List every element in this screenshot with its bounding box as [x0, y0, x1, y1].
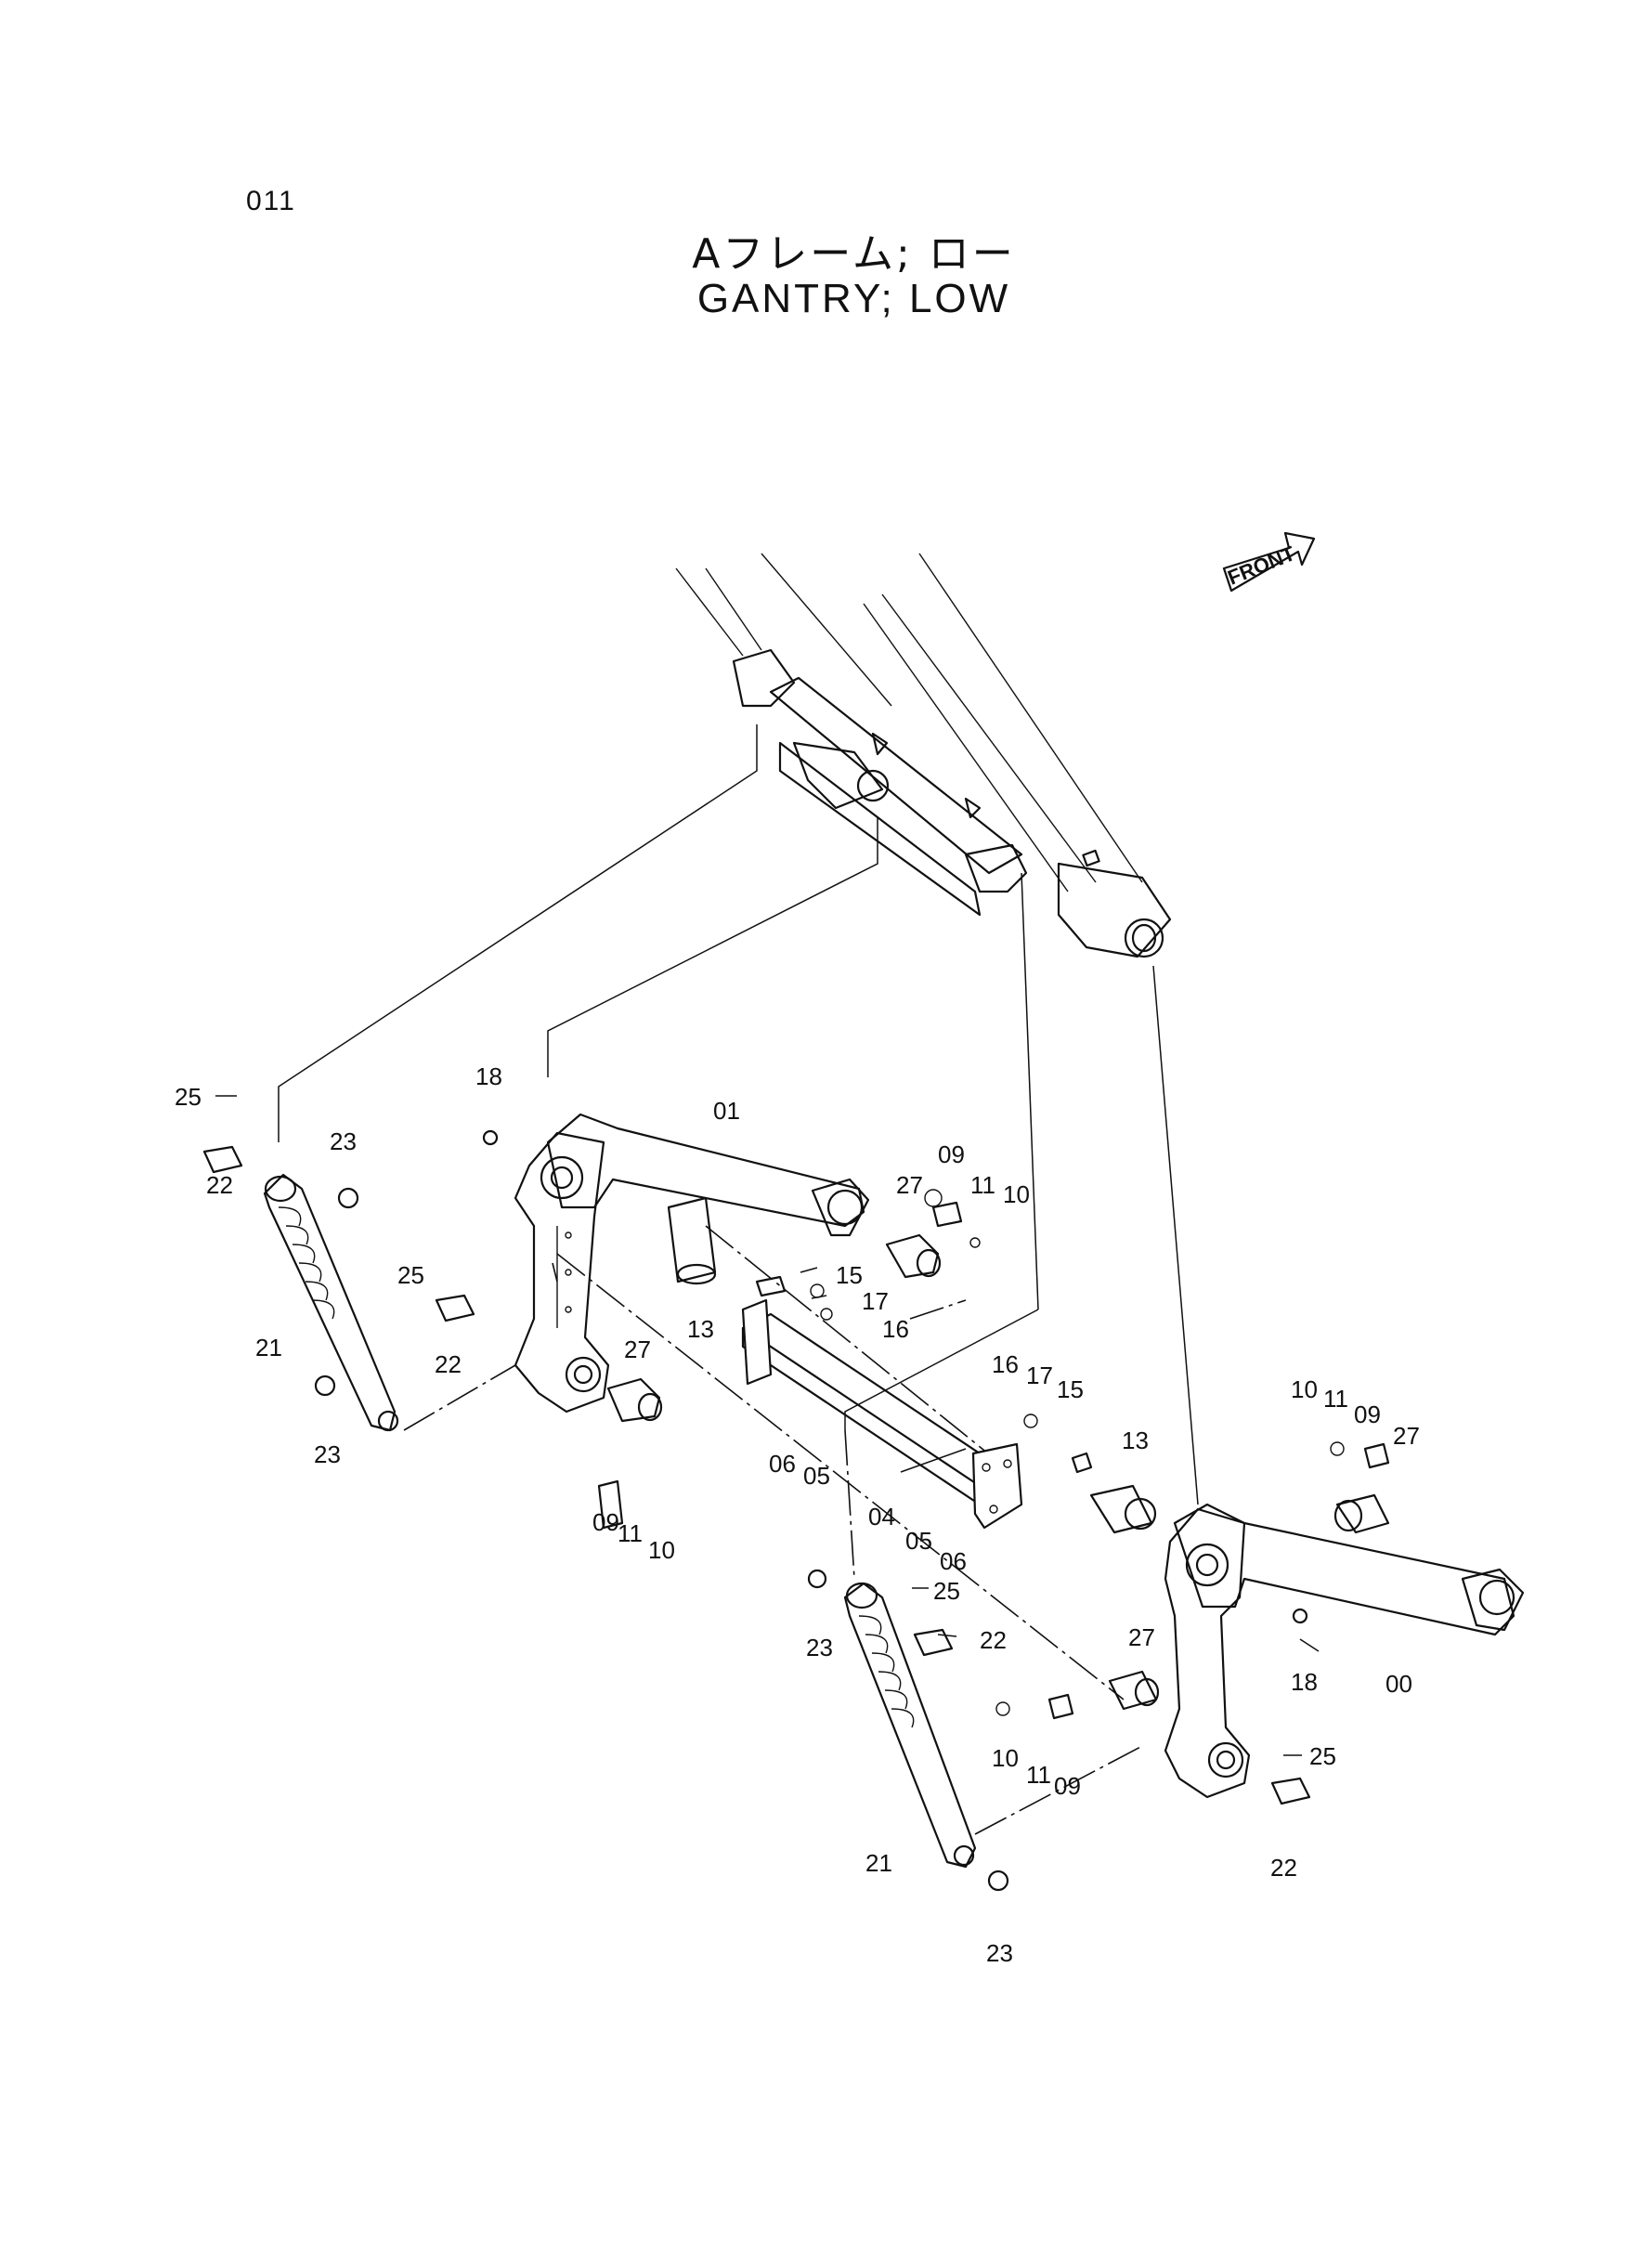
front-direction-arrow: FRONT — [1222, 531, 1316, 593]
callout-label: 23 — [314, 1440, 341, 1468]
callout-label: 13 — [1122, 1427, 1149, 1454]
leader-lines — [215, 1095, 1320, 1756]
callout-label: 16 — [992, 1350, 1019, 1378]
callout-label: 11 — [1323, 1385, 1348, 1413]
callout-label: 10 — [992, 1744, 1019, 1772]
callout-label: 18 — [1291, 1668, 1318, 1696]
callout-label: 22 — [435, 1350, 462, 1378]
callout-label: 13 — [687, 1315, 714, 1343]
callout-label: 25 — [1309, 1742, 1336, 1770]
callout-label: 10 — [1003, 1180, 1030, 1208]
callout-label: 25 — [933, 1577, 960, 1605]
callout-label: 15 — [836, 1261, 863, 1289]
callout-label: 25 — [175, 1083, 202, 1111]
callout-label: 06 — [940, 1547, 967, 1575]
title-japanese: Aフレーム; ロー — [692, 230, 1016, 278]
callout-label: 04 — [868, 1503, 895, 1531]
callout-label: 15 — [1057, 1375, 1084, 1403]
callout-label: 27 — [1393, 1422, 1420, 1450]
callout-label: 21 — [865, 1849, 892, 1877]
callout-label: 11 — [618, 1519, 643, 1547]
callout-label: 11 — [970, 1171, 995, 1199]
callout-label: 10 — [648, 1536, 675, 1564]
pins-and-small-parts — [202, 1129, 1390, 1892]
callout-label: 09 — [1354, 1401, 1381, 1428]
assembly-lines — [278, 724, 1199, 1835]
callout-label: 23 — [806, 1634, 833, 1661]
callout-label: 06 — [769, 1450, 796, 1478]
callout-label: 17 — [1026, 1362, 1053, 1389]
title-english: GANTRY; LOW — [696, 276, 1011, 321]
callouts: 25 22 23 21 23 18 01 27 09 11 10 25 22 1… — [175, 1062, 1420, 1967]
callout-label: 27 — [896, 1171, 923, 1199]
callout-label: 05 — [803, 1462, 830, 1490]
callout-label: 22 — [980, 1626, 1007, 1654]
left-cylinder — [263, 1173, 399, 1432]
callout-label: 21 — [255, 1334, 282, 1362]
callout-label: 22 — [1270, 1854, 1297, 1882]
callout-label: 16 — [882, 1315, 909, 1343]
callout-label: 23 — [986, 1939, 1013, 1967]
callout-label: 17 — [862, 1287, 889, 1315]
cross-member — [741, 1298, 1023, 1530]
right-cylinder — [843, 1582, 977, 1869]
callout-label: 05 — [905, 1527, 932, 1555]
page-number: 011 — [246, 186, 296, 216]
left-gantry-frame — [514, 1113, 870, 1414]
callout-label: 11 — [1026, 1761, 1051, 1789]
callout-label: 09 — [938, 1140, 965, 1168]
callout-label: 09 — [592, 1508, 619, 1536]
right-gantry-frame — [1164, 1503, 1525, 1799]
callout-label: 01 — [713, 1097, 740, 1125]
callout-label: 09 — [1054, 1772, 1081, 1800]
callout-label: 00 — [1385, 1670, 1412, 1698]
front-label: FRONT — [1225, 541, 1299, 590]
callout-label: 18 — [475, 1062, 502, 1090]
callout-label: 22 — [206, 1171, 233, 1199]
callout-label: 27 — [624, 1335, 651, 1363]
callout-label: 25 — [397, 1261, 424, 1289]
callout-label: 23 — [330, 1127, 357, 1155]
callout-label: 27 — [1128, 1623, 1155, 1651]
boom-structure — [675, 553, 1172, 958]
callout-label: 10 — [1291, 1375, 1318, 1403]
